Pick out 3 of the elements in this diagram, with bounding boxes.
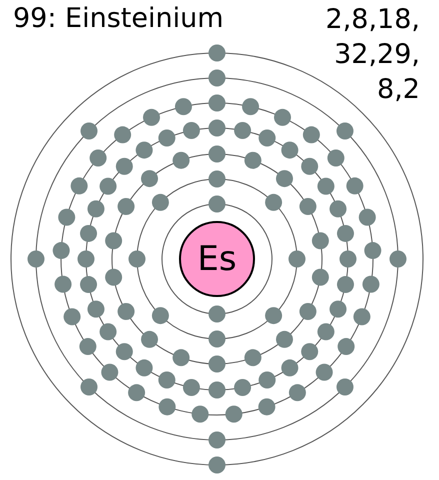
electron-configuration: 2,8,18, 32,29, 8,2 xyxy=(324,3,420,107)
element-title: 99: Einsteinium xyxy=(13,2,224,36)
nucleus-circle: Es xyxy=(179,221,255,297)
